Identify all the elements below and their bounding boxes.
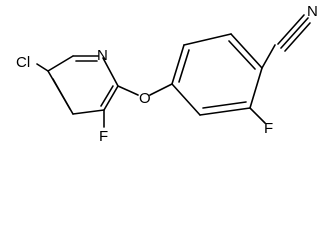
bond-triple-2 [280,17,309,49]
bond-benz-2 [183,33,232,46]
bond-c-o-left [117,85,139,96]
bond-benz-3-inner [228,40,256,70]
atom-label-nitrile-n: N [307,3,318,20]
bond-pyr-1 [47,55,74,72]
structure-svg: Cl N F O F N [16,3,318,145]
bond-o-c-right [149,83,173,96]
chemical-structure: Cl N F O F N [16,3,318,145]
atom-label-pyridine-n: N [97,47,108,64]
bond-c-cn [261,44,276,69]
bond-benz-4 [249,67,263,109]
bond-benz-5 [199,107,251,116]
bond-pyr-3 [102,57,119,87]
bond-triple-3 [284,22,311,52]
bond-pyr-6-inner [52,78,71,110]
bond-benz-6 [171,83,201,116]
bond-triple-1 [277,14,305,45]
atom-label-cl: Cl [16,54,30,71]
atom-label-f-benzene: F [264,120,273,137]
atom-label-f-pyridine: F [99,128,108,145]
bond-pyr-4-inner [100,85,114,107]
bond-benz-5-inner [202,101,247,109]
bond-c-f-benz [249,107,266,124]
bond-c-cl [36,63,49,72]
atom-label-o: O [139,90,151,107]
bonds [36,14,311,128]
bond-pyr-4 [103,85,119,111]
bond-benz-1-inner [178,49,190,83]
bond-benz-1 [171,44,185,85]
bond-benz-3 [230,33,263,69]
bond-pyr-5 [72,109,105,115]
